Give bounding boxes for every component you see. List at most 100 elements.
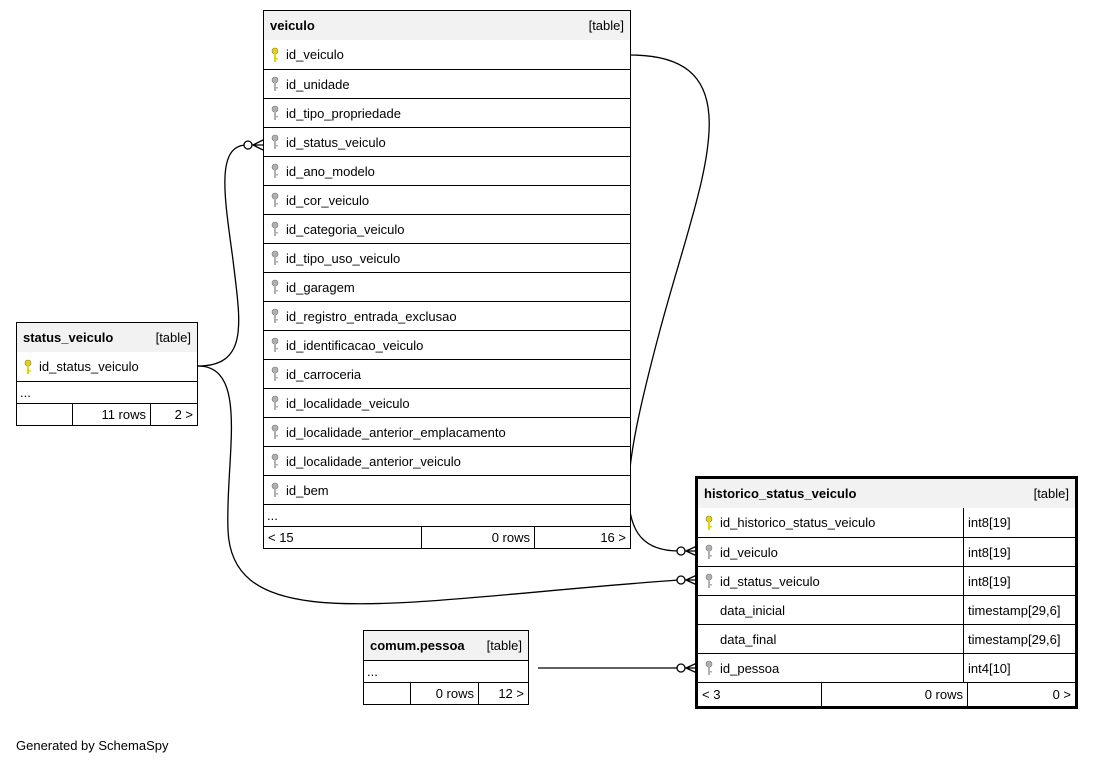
- relation-status-veiculo-to-historico: [197, 365, 680, 605]
- column-row[interactable]: id_categoria_veiculo: [264, 214, 630, 243]
- column-row[interactable]: id_unidade: [264, 69, 630, 98]
- parents-count[interactable]: < 3: [702, 687, 721, 702]
- parents-count: [17, 404, 72, 425]
- column-row[interactable]: id_veiculo int8[19]: [698, 537, 1075, 566]
- column-type: int8[19]: [963, 567, 1075, 595]
- table-footer: 11 rows 2 >: [17, 403, 197, 425]
- column-type: int8[19]: [963, 538, 1075, 566]
- column-cell: id_bem: [264, 476, 329, 504]
- column-row[interactable]: id_identificacao_veiculo: [264, 330, 630, 359]
- foreign-key-icon: [270, 250, 280, 266]
- column-row[interactable]: id_localidade_anterior_emplacamento: [264, 417, 630, 446]
- table-type-label: [table]: [588, 18, 624, 33]
- foreign-key-icon: [270, 105, 280, 121]
- column-name: data_inicial: [720, 602, 786, 618]
- column-cell: id_pessoa: [698, 654, 779, 682]
- column-cell: data_inicial: [698, 596, 785, 624]
- column-name: id_ano_modelo: [286, 163, 375, 179]
- table-header: comum.pessoa [table]: [364, 631, 528, 660]
- column-name: id_status_veiculo: [286, 134, 386, 150]
- column-type: int4[10]: [963, 654, 1075, 682]
- column-name: id_tipo_propriedade: [286, 105, 401, 121]
- column-cell: id_categoria_veiculo: [264, 215, 405, 243]
- foreign-key-icon: [270, 424, 280, 440]
- column-cell: id_veiculo: [698, 538, 778, 566]
- column-cell: id_status_veiculo: [264, 128, 386, 156]
- column-cell: id_localidade_anterior_emplacamento: [264, 418, 506, 446]
- column-row[interactable]: id_carroceria: [264, 359, 630, 388]
- column-name: id_status_veiculo: [720, 573, 820, 589]
- foreign-key-icon: [270, 279, 280, 295]
- column-row[interactable]: id_ano_modelo: [264, 156, 630, 185]
- column-row[interactable]: id_status_veiculo: [264, 127, 630, 156]
- column-row[interactable]: id_veiculo: [264, 40, 630, 69]
- column-row[interactable]: id_status_veiculo int8[19]: [698, 566, 1075, 595]
- table-status-veiculo[interactable]: status_veiculo [table] id_status_veiculo…: [16, 322, 198, 426]
- generated-by-note: Generated by SchemaSpy: [16, 738, 169, 753]
- foreign-key-icon: [270, 395, 280, 411]
- foreign-key-icon: [270, 76, 280, 92]
- primary-key-icon: [704, 515, 714, 531]
- crowfoot-veiculo-status: [243, 139, 264, 151]
- parents-count: [364, 683, 410, 704]
- column-type: timestamp[29,6]: [963, 596, 1075, 624]
- table-veiculo[interactable]: veiculo [table] id_veiculo id_unidade id_t…: [263, 10, 631, 549]
- foreign-key-icon: [270, 163, 280, 179]
- foreign-key-icon: [704, 544, 714, 560]
- column-row[interactable]: id_tipo_propriedade: [264, 98, 630, 127]
- column-name: id_tipo_uso_veiculo: [286, 250, 401, 266]
- foreign-key-icon: [270, 192, 280, 208]
- column-cell: id_carroceria: [264, 360, 361, 388]
- foreign-key-icon: [270, 308, 280, 324]
- children-count[interactable]: 16 >: [534, 527, 630, 548]
- column-row[interactable]: data_final timestamp[29,6]: [698, 624, 1075, 653]
- column-name: id_pessoa: [720, 660, 780, 676]
- column-name: id_veiculo: [720, 544, 778, 560]
- column-cell: id_localidade_veiculo: [264, 389, 410, 417]
- column-cell: id_ano_modelo: [264, 157, 375, 185]
- column-cell: id_cor_veiculo: [264, 186, 369, 214]
- column-row[interactable]: id_status_veiculo: [17, 352, 197, 381]
- column-cell: id_status_veiculo: [17, 352, 139, 381]
- column-row[interactable]: id_cor_veiculo: [264, 185, 630, 214]
- column-cell: id_unidade: [264, 70, 350, 98]
- foreign-key-icon: [704, 660, 714, 676]
- children-count[interactable]: 2 >: [150, 404, 197, 425]
- column-cell: id_tipo_uso_veiculo: [264, 244, 400, 272]
- table-comum-pessoa[interactable]: comum.pessoa [table] ... 0 rows 12 >: [363, 630, 529, 705]
- column-row[interactable]: id_registro_entrada_exclusao: [264, 301, 630, 330]
- table-footer: < 3 0 rows 0 >: [698, 682, 1075, 706]
- table-footer: < 15 0 rows 16 >: [264, 526, 630, 548]
- column-name: id_unidade: [286, 76, 350, 92]
- table-name: historico_status_veiculo: [704, 486, 857, 501]
- ellipsis-row: ...: [17, 381, 197, 403]
- column-cell: data_final: [698, 625, 776, 653]
- column-cell: id_registro_entrada_exclusao: [264, 302, 457, 330]
- table-header: veiculo [table]: [264, 11, 630, 40]
- column-type: timestamp[29,6]: [963, 625, 1075, 653]
- parents-count[interactable]: < 15: [268, 530, 294, 545]
- column-name: id_categoria_veiculo: [286, 221, 405, 237]
- column-name: id_registro_entrada_exclusao: [286, 308, 457, 324]
- column-row[interactable]: id_localidade_veiculo: [264, 388, 630, 417]
- column-row[interactable]: id_tipo_uso_veiculo: [264, 243, 630, 272]
- column-name: id_carroceria: [286, 366, 362, 382]
- crowfoot-historico-status: [676, 574, 698, 586]
- column-row[interactable]: data_inicial timestamp[29,6]: [698, 595, 1075, 624]
- table-name: status_veiculo: [23, 330, 114, 345]
- primary-key-icon: [23, 359, 33, 375]
- ellipsis-row: ...: [264, 504, 630, 526]
- column-name: id_status_veiculo: [39, 359, 139, 374]
- column-row[interactable]: id_pessoa int4[10]: [698, 653, 1075, 682]
- table-historico-status-veiculo[interactable]: historico_status_veiculo [table] id_hist…: [695, 476, 1078, 709]
- column-row[interactable]: id_localidade_anterior_veiculo: [264, 446, 630, 475]
- column-row[interactable]: id_bem: [264, 475, 630, 504]
- column-cell: id_localidade_anterior_veiculo: [264, 447, 461, 475]
- column-row[interactable]: id_garagem: [264, 272, 630, 301]
- row-count: 0 rows: [421, 527, 534, 548]
- table-name: comum.pessoa: [370, 638, 465, 653]
- foreign-key-icon: [270, 221, 280, 237]
- row-count: 0 rows: [821, 683, 967, 706]
- children-count[interactable]: 12 >: [478, 683, 528, 704]
